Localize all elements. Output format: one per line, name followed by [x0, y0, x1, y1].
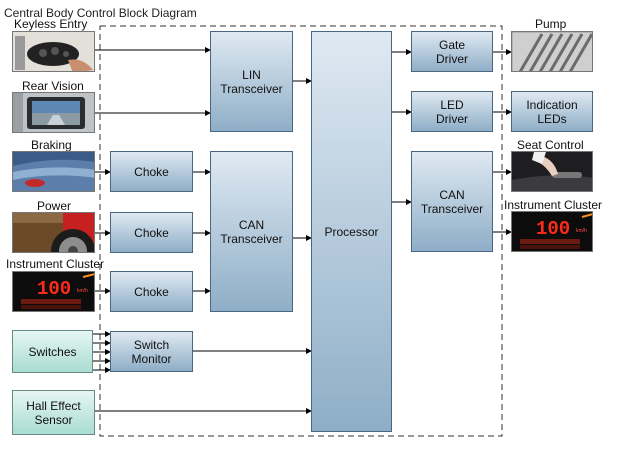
gate-driver-label: Gate Driver — [436, 37, 468, 66]
instrument-cluster-output-photo: 100 km/h — [511, 211, 593, 252]
indication-leds-block: Indication LEDs — [511, 91, 593, 132]
label-keyless-entry: Keyless Entry — [14, 17, 88, 31]
choke-label-3: Choke — [134, 284, 169, 299]
diagram-title: Central Body Control Block Diagram — [4, 6, 197, 20]
led-driver-label: LED Driver — [436, 97, 468, 126]
pump-photo — [511, 31, 593, 72]
instrument-cluster-input-photo: 100 km/h — [12, 271, 95, 312]
can-transceiver-right-block: CAN Transceiver — [411, 151, 493, 252]
switches-block: Switches — [12, 330, 93, 373]
svg-text:km/h: km/h — [576, 228, 587, 234]
switch-monitor-block: Switch Monitor — [110, 331, 193, 372]
label-braking: Braking — [31, 138, 72, 152]
lin-transceiver-block: LIN Transceiver — [210, 31, 293, 132]
processor-label: Processor — [324, 224, 379, 239]
label-instrument-cluster-output: Instrument Cluster — [504, 198, 603, 212]
braking-photo — [12, 151, 95, 192]
hall-effect-sensor-label: Hall Effect Sensor — [26, 398, 81, 427]
can-transceiver-left-block: CAN Transceiver — [210, 151, 293, 312]
switch-monitor-label: Switch Monitor — [131, 337, 172, 366]
keyless-entry-photo — [12, 31, 95, 72]
can-transceiver-left-label: CAN Transceiver — [220, 217, 283, 246]
choke-label-1: Choke — [134, 164, 169, 179]
seat-control-photo — [511, 151, 593, 192]
indication-leds-label: Indication LEDs — [526, 97, 578, 126]
can-transceiver-right-label: CAN Transceiver — [420, 187, 484, 216]
label-instrument-cluster-input: Instrument Cluster — [6, 257, 105, 271]
choke-block-1: Choke — [110, 151, 193, 192]
led-driver-block: LED Driver — [411, 91, 493, 132]
cluster-input-speed: 100 — [37, 278, 71, 300]
cluster-output-speed: 100 — [536, 218, 570, 240]
choke-block-3: Choke — [110, 271, 193, 312]
gate-driver-block: Gate Driver — [411, 31, 493, 72]
svg-text:km/h: km/h — [77, 288, 88, 294]
label-pump: Pump — [535, 17, 567, 31]
switches-label: Switches — [28, 344, 77, 359]
choke-label-2: Choke — [134, 225, 169, 240]
choke-block-2: Choke — [110, 212, 193, 253]
processor-block: Processor — [311, 31, 392, 432]
label-rear-vision: Rear Vision — [22, 79, 84, 93]
label-seat-control: Seat Control — [517, 138, 584, 152]
rear-vision-photo — [12, 92, 95, 133]
system-boundary — [99, 25, 503, 437]
lin-transceiver-label: LIN Transceiver — [220, 67, 283, 96]
hall-effect-sensor-block: Hall Effect Sensor — [12, 390, 95, 435]
power-steering-photo — [12, 212, 95, 253]
